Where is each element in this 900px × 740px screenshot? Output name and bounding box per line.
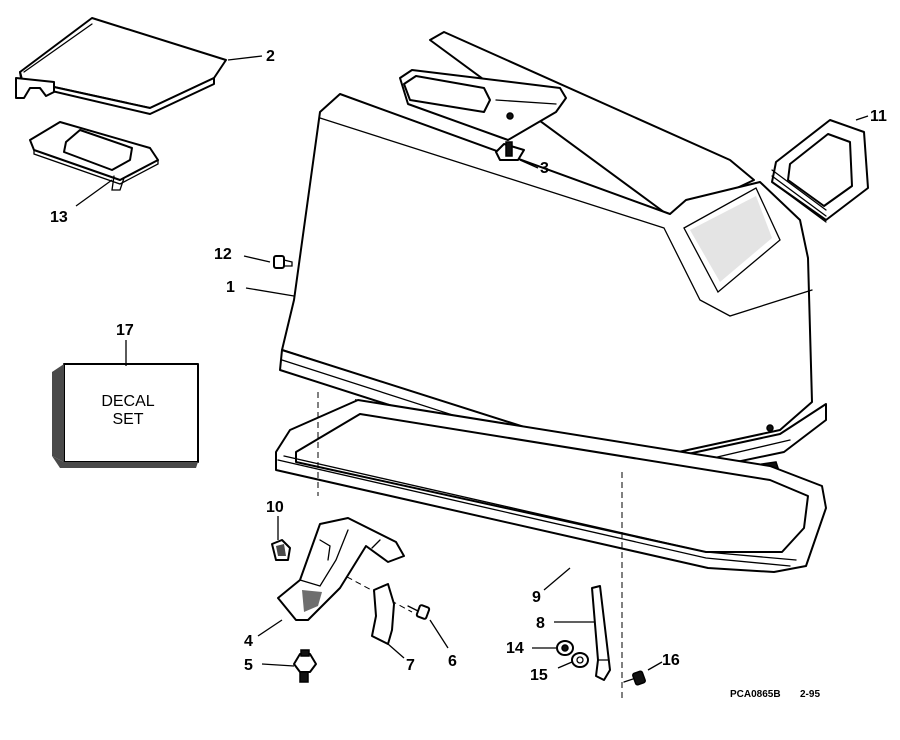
- part-7-retainer: [371, 583, 395, 645]
- callout-8: 8: [536, 615, 545, 632]
- decal-box-line-1: DECAL: [101, 393, 154, 410]
- callout-4: 4: [244, 633, 253, 650]
- part-4-bracket: [277, 517, 405, 621]
- part-16-screw: [623, 670, 646, 686]
- part-10-clip: [271, 539, 291, 561]
- part-17-decal-box: [52, 363, 199, 468]
- callout-labels: 2 13 3 11 12 1 17 10 4 5 7 6 8 9 14 15 1…: [50, 48, 887, 684]
- part-13-gasket: [29, 121, 159, 191]
- part-2-cover: [15, 17, 227, 115]
- part-9-seal: [275, 399, 827, 573]
- part-6-screw: [407, 604, 431, 620]
- callout-9: 9: [532, 589, 541, 606]
- callout-17: 17: [116, 322, 134, 339]
- callout-2: 2: [266, 48, 275, 65]
- callout-12: 12: [214, 246, 232, 263]
- callout-14: 14: [506, 640, 524, 657]
- revision-date: 2-95: [800, 689, 820, 700]
- part-14-nut: [556, 640, 574, 656]
- callout-16: 16: [662, 652, 680, 669]
- decal-box-line-2: SET: [112, 411, 143, 428]
- callout-13: 13: [50, 209, 68, 226]
- part-code: PCA0865B: [730, 689, 781, 700]
- callout-10: 10: [266, 499, 284, 516]
- callout-11: 11: [870, 108, 887, 125]
- callout-7: 7: [406, 657, 415, 674]
- callout-3: 3: [540, 160, 549, 177]
- callout-15: 15: [530, 667, 548, 684]
- part-15-washer: [571, 652, 589, 668]
- part-11-grille: [771, 119, 869, 223]
- part-8-strap: [591, 585, 611, 681]
- part-5-grommet: [293, 649, 317, 683]
- callout-1: 1: [226, 279, 235, 296]
- part-3-latch: [495, 141, 525, 161]
- callout-5: 5: [244, 657, 253, 674]
- callout-6: 6: [448, 653, 457, 670]
- leader-lines: [75, 55, 869, 671]
- part-12-screw: [273, 255, 293, 269]
